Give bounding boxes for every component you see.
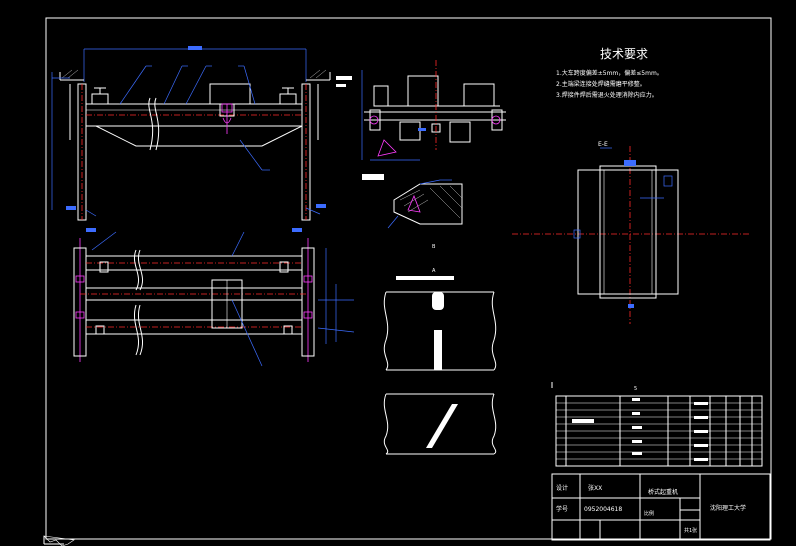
student-id: 0952004618 [584,506,622,513]
detail-b-label: B [432,244,436,250]
tech-requirements-title: 技术要求 [600,47,648,61]
front-elevation [51,46,352,221]
ucs-icon [43,535,75,546]
detail-a: A [383,268,497,455]
parts-list: 5 [551,382,763,467]
scale-label: 比例 [644,510,654,517]
tech-requirement-2: 2.主端梁连接处焊缝需磨平修整。 [556,80,646,88]
detail-b: B [362,174,463,250]
tech-requirement-1: 1.大车跨度偏差±5mm，偏差≤5mm。 [556,69,663,77]
drawing-title: 桥式起重机 [648,488,678,496]
student-id-label: 学号 [556,505,568,513]
detail-a-label: A [432,268,436,274]
designer-name: 张XX [588,484,602,492]
tech-requirements: 技术要求 1.大车跨度偏差±5mm，偏差≤5mm。 2.主端梁连接处焊缝需磨平修… [556,47,663,99]
tech-requirement-3: 3.焊接件焊后需退火处理消除内应力。 [556,91,658,99]
title-block: 设计 张XX 学号 0952004618 桥式起重机 沈阳理工大学 比例 共1张 [551,473,771,541]
designer-label: 设计 [556,484,568,492]
section-e-e-label: E-E [598,141,608,148]
side-view [361,60,506,161]
school-name: 沈阳理工大学 [710,504,746,512]
sheet-count: 共1张 [684,527,697,534]
drawing-frame [45,17,772,540]
parts-list-header: 5 [634,386,637,392]
plan-view [73,228,355,367]
section-e-e: E-E [512,141,750,324]
